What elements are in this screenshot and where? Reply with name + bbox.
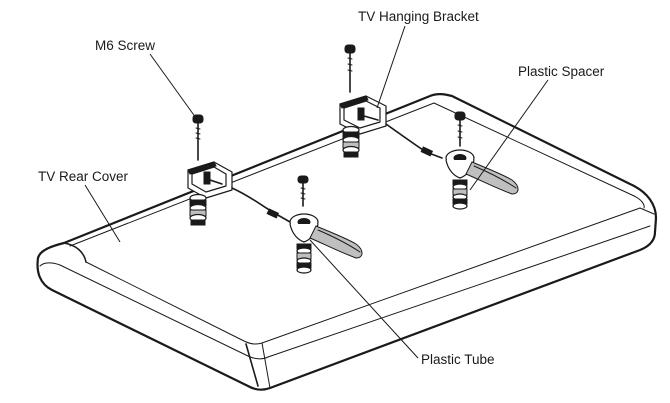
leader-plastic-tube: [309, 239, 419, 359]
plastic-spacer-stack-left: [189, 193, 207, 226]
m6-screw-right: [454, 111, 466, 147]
right-bracket-assembly: [339, 44, 519, 210]
label-plastic-spacer: Plastic Spacer: [518, 64, 605, 79]
leader-lines: [84, 25, 549, 359]
hanging-bracket-left: [187, 161, 233, 199]
m6-screw-left: [192, 114, 204, 161]
left-bracket-assembly: [187, 114, 363, 274]
hanging-bracket-right: [339, 95, 387, 135]
plastic-tube-right: [445, 149, 519, 195]
label-tv-rear-cover: TV Rear Cover: [38, 169, 129, 184]
plastic-tube-left: [289, 213, 363, 259]
plastic-spacer-stack-right: [342, 125, 360, 158]
m6-screw-center: [297, 175, 309, 207]
leader-plastic-spacer: [469, 79, 549, 191]
m6-screw-top: [344, 44, 356, 93]
plastic-spacer-stack-tube-right: [452, 179, 468, 210]
label-plastic-tube: Plastic Tube: [421, 352, 495, 367]
plastic-spacer-stack-tube-left: [296, 243, 312, 274]
label-m6-screw: M6 Screw: [95, 38, 155, 53]
leader-tv-rear-cover: [84, 184, 121, 243]
leader-tv-hanging-bracket: [376, 25, 406, 109]
label-tv-hanging-bracket: TV Hanging Bracket: [358, 9, 479, 24]
leader-m6-screw: [149, 53, 197, 119]
